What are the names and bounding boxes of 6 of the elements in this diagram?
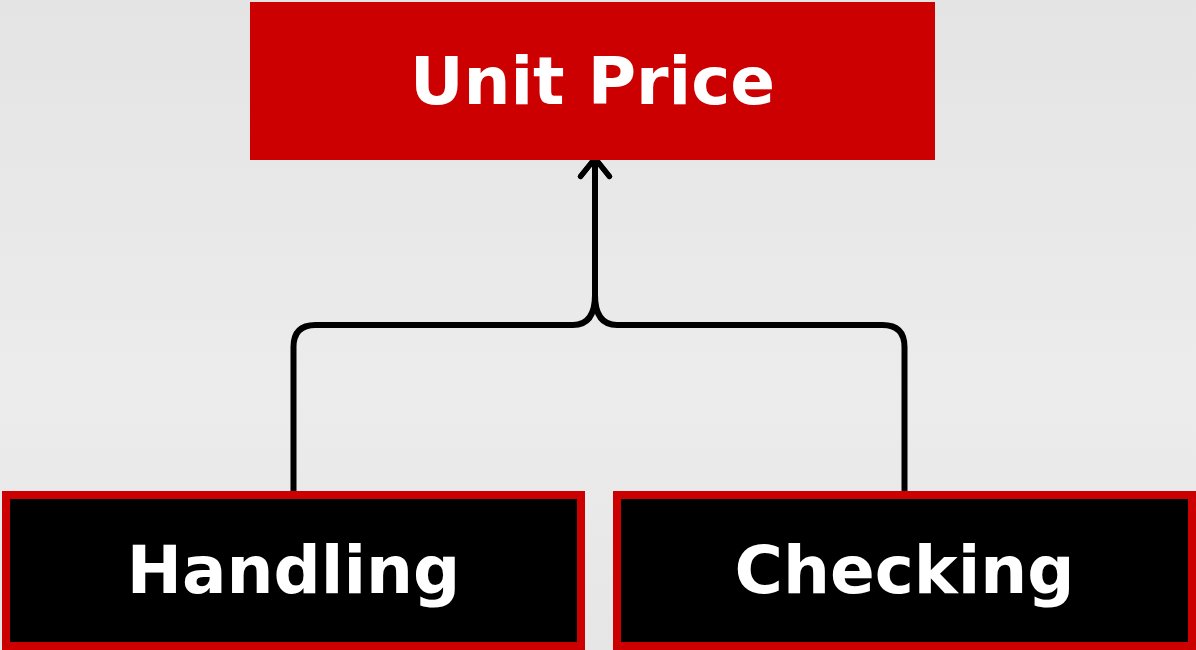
factor-box [613, 491, 1196, 650]
box-label: Handling [126, 532, 461, 609]
result-box [250, 2, 935, 160]
box-label: Unit Price [409, 42, 776, 120]
box-label: Checking [734, 532, 1075, 609]
factor-box [2, 491, 585, 650]
